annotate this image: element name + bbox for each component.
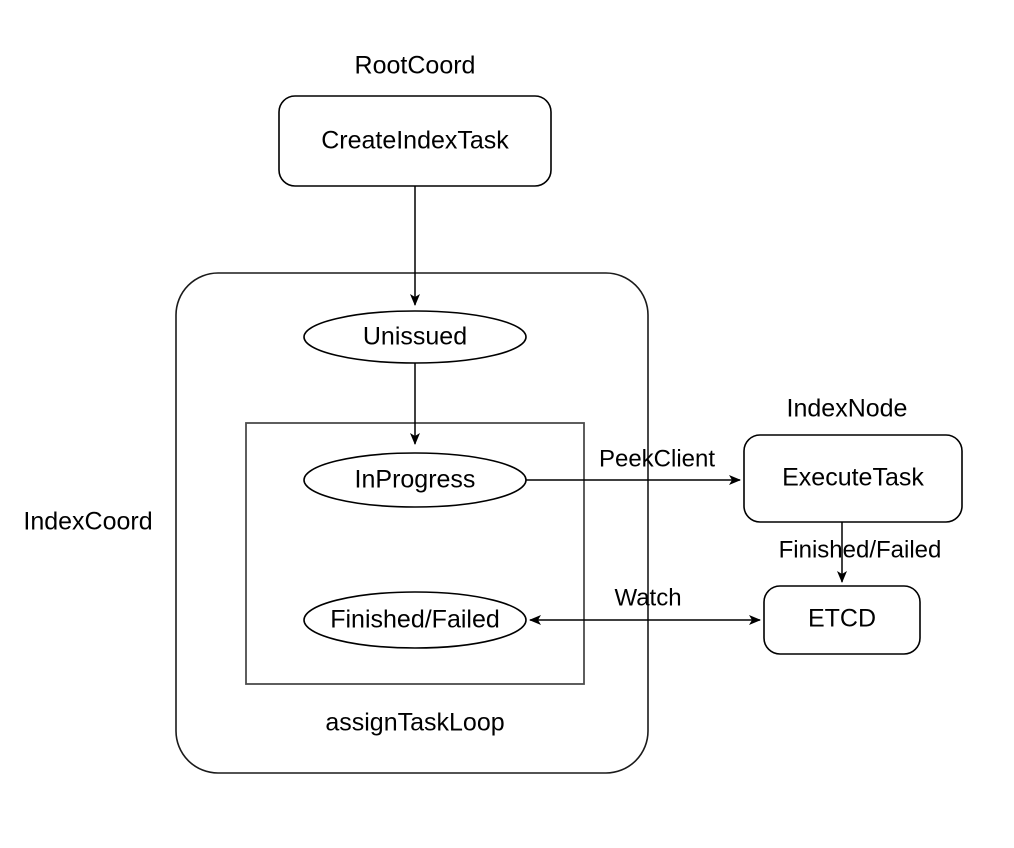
node-finished-failed-state[interactable]: Finished/Failed bbox=[303, 591, 527, 649]
indexcoord-container bbox=[175, 272, 649, 774]
edge-label-peekclient: PeekClient bbox=[599, 445, 715, 472]
create-index-task-label: CreateIndexTask bbox=[321, 127, 509, 155]
group-label-indexcoord: IndexCoord bbox=[23, 508, 152, 536]
execute-task-label: ExecuteTask bbox=[782, 464, 924, 492]
unissued-label: Unissued bbox=[363, 323, 467, 351]
node-execute-task[interactable]: ExecuteTask bbox=[743, 434, 963, 523]
group-label-indexnode: IndexNode bbox=[787, 395, 908, 423]
group-label-rootcoord: RootCoord bbox=[355, 52, 476, 80]
node-create-index-task[interactable]: CreateIndexTask bbox=[278, 95, 552, 187]
inprogress-ellipse[interactable] bbox=[303, 452, 527, 508]
finished-failed-label: Finished/Failed bbox=[330, 606, 500, 634]
create-index-task-box[interactable] bbox=[278, 95, 552, 187]
finished-failed-ellipse[interactable] bbox=[303, 591, 527, 649]
etcd-label: ETCD bbox=[808, 605, 876, 633]
edge-label-watch: Watch bbox=[614, 584, 681, 611]
etcd-box[interactable] bbox=[763, 585, 921, 655]
group-label-assigntaskloop: assignTaskLoop bbox=[325, 709, 504, 737]
edge-label-finished-failed: Finished/Failed bbox=[779, 536, 942, 563]
node-inprogress[interactable]: InProgress bbox=[303, 452, 527, 508]
node-unissued[interactable]: Unissued bbox=[303, 310, 527, 364]
unissued-ellipse[interactable] bbox=[303, 310, 527, 364]
inprogress-label: InProgress bbox=[355, 466, 476, 494]
node-etcd[interactable]: ETCD bbox=[763, 585, 921, 655]
execute-task-box[interactable] bbox=[743, 434, 963, 523]
